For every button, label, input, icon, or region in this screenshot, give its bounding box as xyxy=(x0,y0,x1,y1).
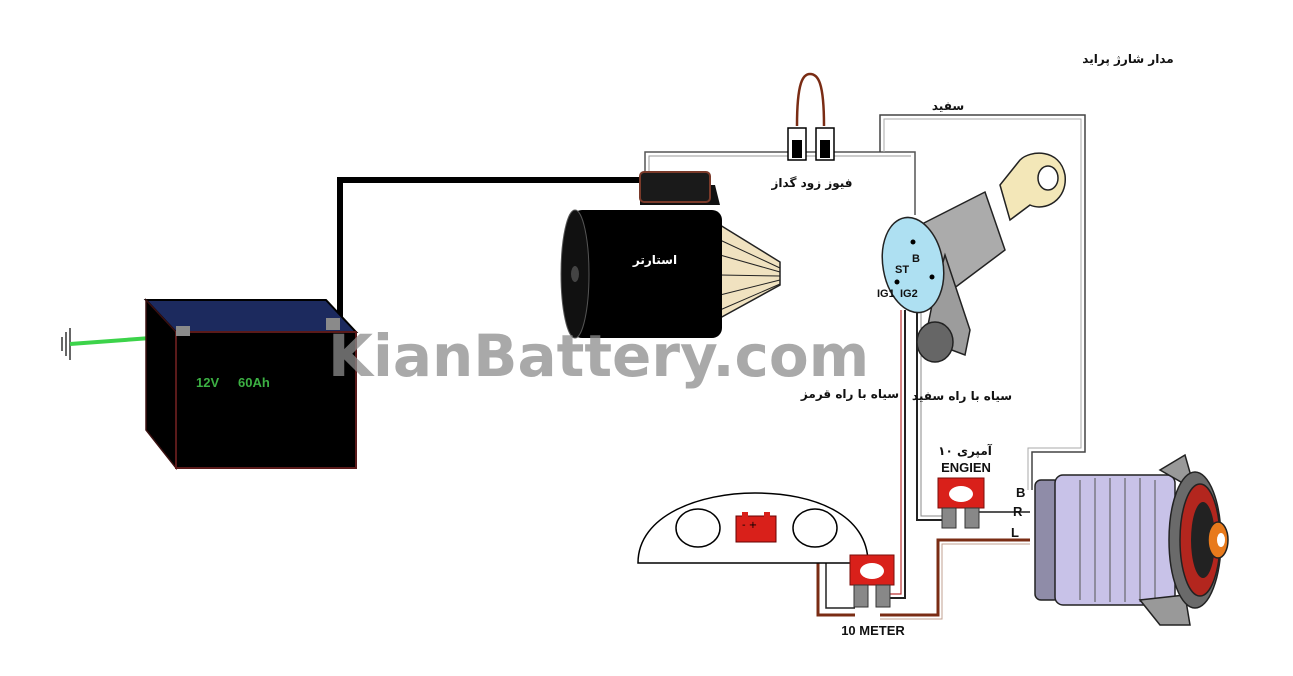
terminal-ig1: IG1 xyxy=(877,288,895,300)
black-white-wire-stripe xyxy=(920,300,945,517)
white-wire-inner xyxy=(883,118,1082,490)
l-wire-shade xyxy=(880,543,1030,620)
meter-fuse-label: 10 METER xyxy=(841,623,905,638)
starter-motor: استارتر xyxy=(560,171,781,339)
black-white-wire xyxy=(916,300,945,521)
black-red-wire-label: سیاه با راه قرمز xyxy=(800,387,899,401)
alternator-terminal-r: R xyxy=(1013,504,1023,519)
battery: 12V 60Ah xyxy=(143,298,359,471)
engine-fuse-amp: ۱۰ آمپری xyxy=(938,443,993,458)
diagram-title: مدار شارژ پراید xyxy=(1082,52,1173,66)
terminal-b: B xyxy=(912,253,920,265)
black-white-wire-label: سیاه با راه سفید xyxy=(912,389,1012,403)
engine-fuse: ۱۰ آمپری ENGIEN xyxy=(937,443,993,529)
terminal-ig2: IG2 xyxy=(900,288,918,300)
white-wire-label: سفید xyxy=(932,99,964,113)
alternator-terminal-b: B xyxy=(1016,485,1025,500)
dash-wire xyxy=(816,563,855,617)
battery-capacity: 60Ah xyxy=(238,375,270,390)
fusible-link: فیوز زود گداز xyxy=(771,72,853,191)
terminal-st: ST xyxy=(895,264,909,276)
l-wire xyxy=(880,538,1030,617)
watermark: KianBattery.com xyxy=(328,322,869,390)
starter-label: استارتر xyxy=(632,253,677,267)
white-wire xyxy=(879,114,1086,490)
svg-text:- +: - + xyxy=(742,520,757,531)
battery-warning-icon: - + xyxy=(735,512,777,543)
battery-cable xyxy=(337,177,648,320)
battery-terminal-negative xyxy=(176,326,190,336)
battery-voltage: 12V xyxy=(196,375,219,390)
black-red-wire xyxy=(888,310,906,599)
fuse-label: فیوز زود گداز xyxy=(771,176,853,191)
ignition-switch: B ST IG1 IG2 xyxy=(877,152,1066,363)
battery-terminal-positive xyxy=(326,318,340,330)
instrument-cluster: - + xyxy=(637,492,869,564)
alternator-terminal-l: L xyxy=(1011,525,1019,540)
alternator: B R L xyxy=(1011,453,1229,626)
meter-fuse: 10 METER xyxy=(841,554,905,638)
black-red-wire-stripe xyxy=(888,310,902,595)
engine-fuse-label: ENGIEN xyxy=(941,460,991,475)
starter-feed-wire xyxy=(644,151,916,215)
dash-wire-2 xyxy=(825,563,855,609)
